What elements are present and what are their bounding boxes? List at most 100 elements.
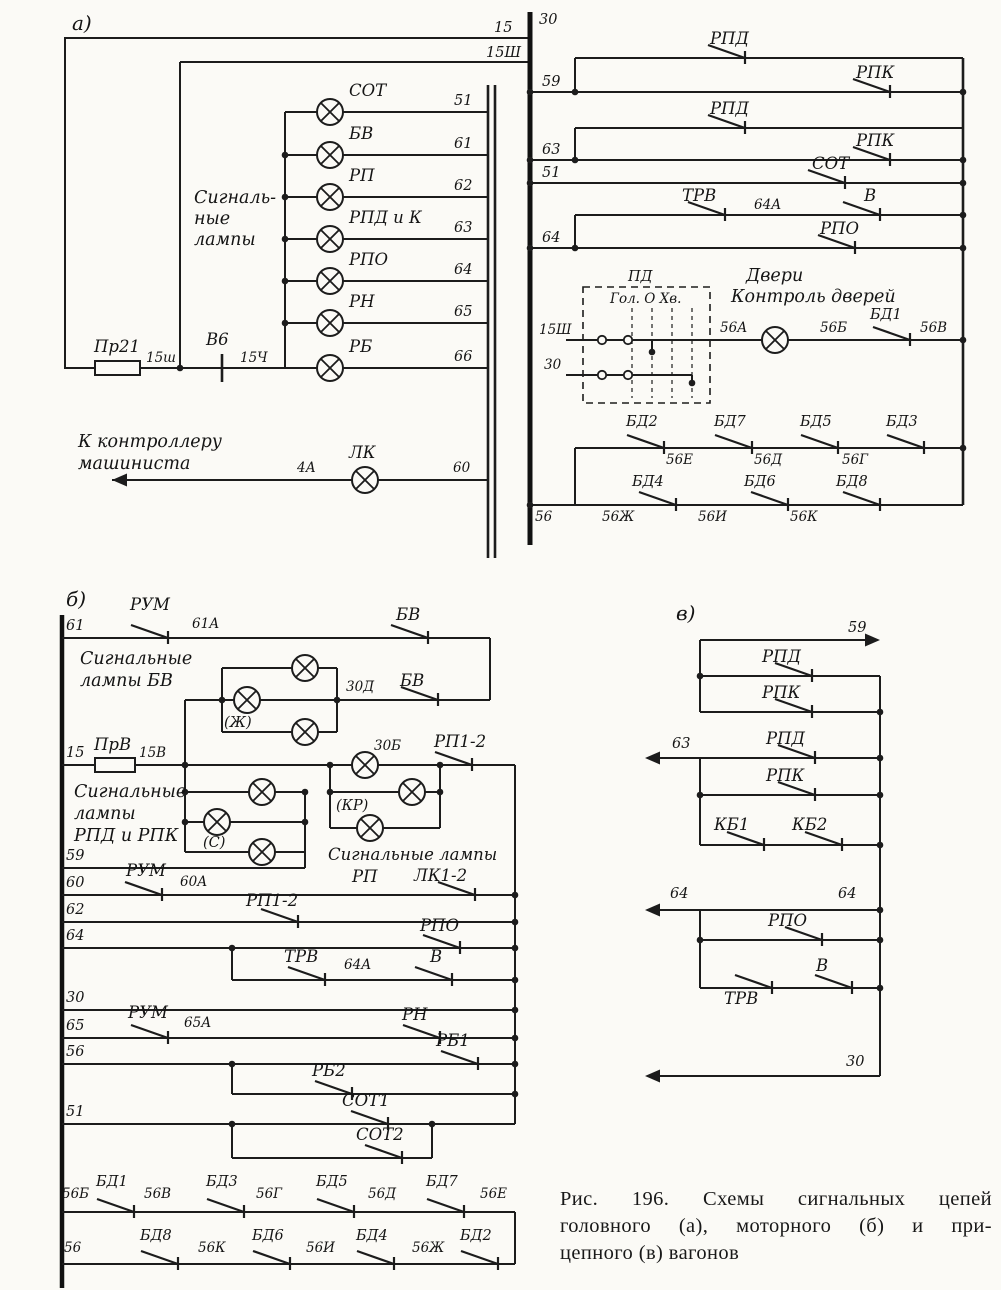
lamp-label: (С) [203,835,225,851]
contact-label: БД6 [251,1228,284,1244]
wire-number: 56Б [62,1186,89,1202]
contact-label: БД7 [713,414,746,430]
contact-icon [803,830,844,853]
wire-number: 56Д [754,452,783,468]
wire-number: 56В [920,320,947,336]
contact-icon [363,1143,404,1166]
section-a-head-car: а) 15 15Ш Сигналь- ные лампы СОТ БВ РП Р… [64,11,967,558]
contact-label: БД3 [205,1174,238,1190]
contact-icon [885,433,926,456]
contact-label: БД5 [799,414,832,430]
group-caption: лампы БВ [80,671,173,691]
contact-label: БД1 [95,1174,128,1190]
wire-number: 56 [66,1044,84,1060]
contact-label: РПО [419,916,459,935]
contact-label: БД1 [869,307,902,323]
wire-number: 4А [296,460,316,476]
lamp-label: (КР) [336,798,368,814]
wire-number: 56И [306,1240,335,1256]
group-caption: РПД и РПК [73,826,179,846]
wire-number: 63 [672,736,690,752]
contact-label: БВ [395,605,420,624]
wire-number: 59 [848,620,866,636]
contact-icon [799,433,840,456]
wire-label: 15Ш [486,45,521,61]
wire-number: 64А [344,957,371,973]
wire-number: 30 [544,357,562,373]
contact-label: ТРВ [682,186,716,205]
fuse-prv-symbol [94,757,136,773]
wire-number: 56Е [666,452,693,468]
figure-caption: Рис. 196. Схемы сигнальных цепей головно… [560,1186,992,1267]
wire-number: 30 [846,1054,864,1070]
wire-number: 65А [184,1015,211,1031]
lamp-label: (Ж) [224,715,252,731]
contact-icon [813,973,854,996]
wire-number: 62 [454,178,472,194]
contact-icon [841,490,882,513]
arrow-left-icon [645,751,660,765]
lamp-icon [316,225,344,253]
contact-label: БД8 [835,474,868,490]
wire-number: 56Г [842,452,869,468]
lamp-label: ЛК [348,443,377,462]
section-v-trailer-car: в) 59 РПД РПК 63 РПД РПК КБ1 КБ2 64 64 Р… [645,601,884,1083]
wire-number: 30Б [374,738,401,754]
wire-number: 56И [698,509,727,525]
wire-number: 65 [454,304,472,320]
contact-icon [259,907,300,930]
pd-switch-positions [631,308,693,398]
wire-number: 60А [180,874,207,890]
contact-label: РБ1 [435,1031,470,1050]
contact-label: РПД [765,729,805,748]
lamp-label: РП [348,166,375,185]
wire-number: 64 [454,262,472,278]
junction-dots [181,696,519,1128]
contact-label: ТРВ [724,989,758,1008]
lamp-icon [316,354,344,382]
group-caption: лампы [194,230,256,250]
wire-number: 64 [66,928,84,944]
contact-label: В [863,186,876,205]
group-caption: Сигнальные лампы [328,845,497,864]
lamp-icon [233,686,261,714]
contact-icon [459,1249,500,1272]
lamp-icon [203,808,231,836]
lamp-icon [351,466,379,494]
part-label: в) [676,601,695,625]
contact-label: РПД [709,99,749,118]
wire-number: 15 [66,745,84,761]
contact-icon [625,433,666,456]
contact-label: КБ2 [791,815,827,834]
wire-number: 56Е [480,1186,507,1202]
contact-label: БД5 [315,1174,348,1190]
wire-number: 64А [754,197,781,213]
lamp-label: РН [348,292,375,311]
contact-label: БД2 [459,1228,492,1244]
wire-number: 61 [66,618,84,634]
lamp-icon [316,141,344,169]
wire-number: 56Д [368,1186,397,1202]
contact-label: РП1-2 [433,732,486,751]
group-caption: РП [351,867,378,886]
contact-icon [123,880,164,903]
annotation: Двери [745,266,803,286]
contact-icon [871,325,912,348]
trunk-bus-double [486,85,497,558]
wire-number: 15ш [146,350,176,366]
contact-icon [129,623,170,646]
part-label: б) [66,587,86,611]
wire-number: 65 [66,1018,84,1034]
wire-number: 56К [198,1240,226,1256]
contact-icon [139,1249,180,1272]
fuse-label: Пр21 [93,337,140,356]
wire-number: 51 [542,165,560,181]
section-b-motor-car: б) 61 РУМ 61А БВ Сигнальные лампы БВ (Ж)… [59,587,519,1288]
wire-number: 62 [66,902,84,918]
contact-label: БВ [399,671,424,690]
wire-number: 60 [453,460,471,476]
wire-number: 56 [64,1240,82,1256]
lamp-label: РПО [348,250,388,269]
wire-number: 56 [535,509,553,525]
